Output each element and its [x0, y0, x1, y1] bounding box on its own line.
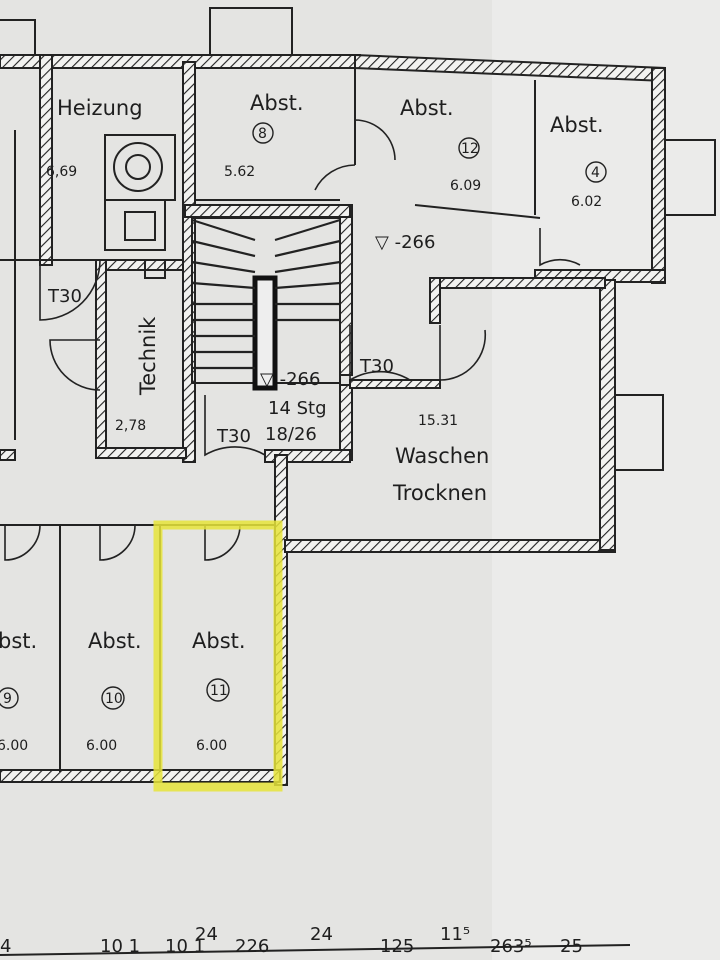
dimension-label: 24	[310, 924, 333, 945]
room-abst10-label: Abst.	[88, 629, 142, 653]
door-t30-left: T30	[47, 286, 82, 307]
dimension-label: 24	[195, 924, 218, 945]
room-abst12-area: 6.09	[450, 178, 481, 194]
door-t30-stair: T30	[216, 426, 251, 447]
stair-tread	[191, 260, 256, 274]
dimension-label: 263⁵	[490, 936, 532, 957]
partitions	[0, 68, 541, 772]
room-abst11-number: 11	[210, 683, 228, 699]
room-number-circle	[0, 687, 19, 709]
room-heizung-area: 6,69	[46, 164, 77, 180]
stair-tread	[274, 260, 341, 274]
room-number-circle	[585, 161, 607, 183]
room-number-circle	[206, 678, 230, 702]
level-stair-value: -266	[280, 369, 321, 390]
room-abst4-label: Abst.	[550, 113, 604, 137]
stair-tread	[274, 239, 341, 258]
room-abst9-area: 6.00	[0, 738, 28, 754]
highlight-marker	[153, 520, 283, 792]
room-waschen-label: Waschen	[395, 444, 489, 468]
stair-tread	[274, 281, 341, 290]
staircase	[191, 217, 341, 391]
room-abst11-label: Abst.	[192, 629, 246, 653]
room-abst12-label: Abst.	[400, 96, 454, 120]
room-heizung-label: Heizung	[57, 96, 143, 120]
room-abst9-label: bst.	[0, 629, 37, 653]
stair-tread	[191, 239, 256, 258]
stair-steps: 14 Stg	[268, 398, 327, 419]
room-abst8-area: 5.62	[224, 164, 255, 180]
dimension-label: 10 1	[165, 936, 205, 957]
room-abst8-number: 8	[258, 126, 267, 142]
room-abst10-number: 10	[105, 691, 123, 707]
level-triangle-icon: ▽	[375, 232, 395, 253]
room-abst9-number: 9	[3, 691, 12, 707]
dimension-label: 4	[0, 936, 11, 957]
door-swings	[4, 119, 581, 561]
room-abst10-area: 6.00	[86, 738, 117, 754]
room-abst11-area: 6.00	[196, 738, 227, 754]
stair-tread	[191, 218, 256, 242]
dimension-label: 11⁵	[440, 924, 470, 945]
level-corridor: ▽ -266	[375, 232, 435, 253]
level-corridor-value: -266	[395, 232, 436, 253]
level-triangle-icon: ▽	[260, 369, 280, 390]
door-t30-hall: T30	[359, 356, 394, 377]
dimension-line	[0, 944, 631, 956]
dimension-label: 226	[235, 936, 269, 957]
dimension-label: 25	[560, 936, 583, 957]
dimension-label: 10 1	[100, 936, 140, 957]
room-number-circle	[101, 686, 125, 710]
room-number-circle	[458, 137, 480, 159]
room-technik-label: Technik	[136, 316, 160, 396]
boiler-icon	[104, 134, 176, 279]
stair-tread	[191, 281, 256, 290]
room-technik-area: 2,78	[115, 418, 146, 434]
stair-tread	[274, 218, 341, 242]
dimension-label: 125	[380, 936, 414, 957]
room-abst8-label: Abst.	[250, 91, 304, 115]
room-waschen-area: 15.31	[418, 413, 458, 429]
stair-ratio: 18/26	[265, 424, 317, 445]
walls	[0, 53, 666, 786]
level-stair: ▽ -266	[260, 369, 320, 390]
room-abst4-number: 4	[591, 165, 600, 181]
room-number-circle	[252, 122, 274, 144]
room-abst12-number: 12	[461, 141, 479, 157]
room-trocknen-label: Trocknen	[392, 481, 487, 505]
room-abst4-area: 6.02	[571, 194, 602, 210]
